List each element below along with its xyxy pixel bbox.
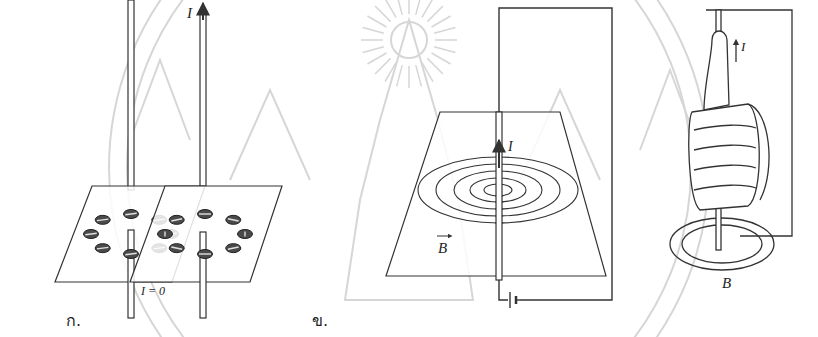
symbol-label: I — [187, 6, 192, 21]
symbol-label: I = 0 — [141, 285, 165, 297]
compass-ring — [158, 210, 253, 259]
current-arrow — [498, 140, 500, 168]
symbol-label: I — [508, 140, 513, 154]
symbol-label: B — [722, 276, 731, 291]
symbol-label: I — [741, 40, 745, 53]
vector-arrow — [437, 236, 450, 237]
panel-label: ก. — [66, 313, 81, 329]
watermark — [109, 0, 709, 337]
wire — [496, 112, 502, 280]
right-hand — [670, 10, 792, 270]
wire — [200, 232, 206, 318]
wire — [200, 14, 206, 186]
panel-label: ข. — [312, 313, 328, 329]
wire — [128, 0, 134, 190]
symbol-label: B — [438, 241, 447, 256]
current-arrow — [202, 3, 204, 20]
